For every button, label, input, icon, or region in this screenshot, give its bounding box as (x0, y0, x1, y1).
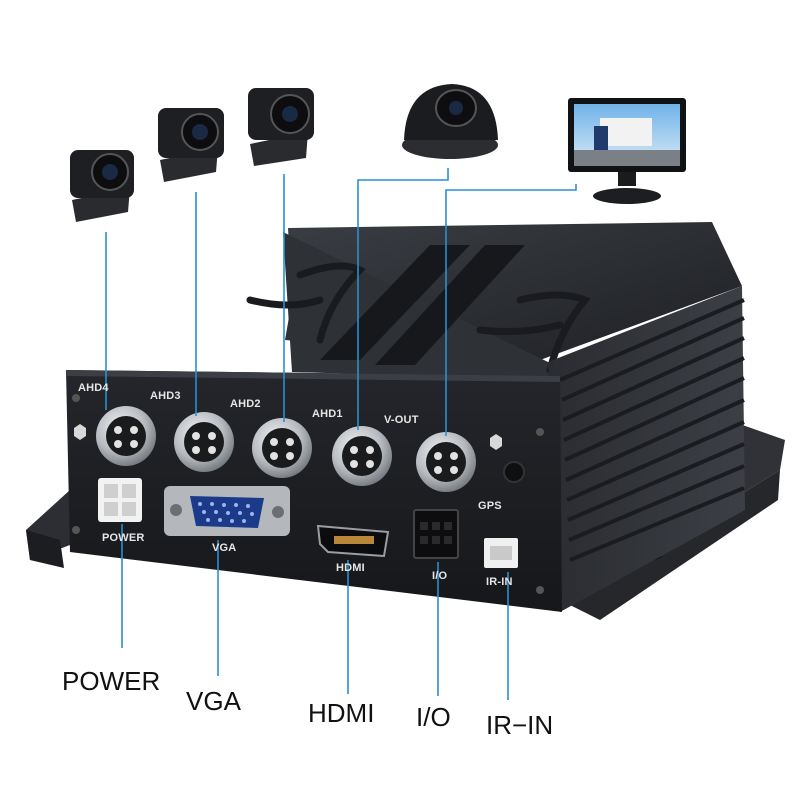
ahd-camera-icon (70, 150, 134, 222)
leader-lines (105, 168, 577, 700)
hdmi-port (316, 524, 390, 558)
truck-icon (574, 118, 680, 166)
ahd2-connector (252, 418, 312, 478)
ahd3-connector (174, 412, 234, 472)
io-port (413, 509, 459, 559)
monitor-icon (568, 98, 686, 204)
ahd1-label: AHD1 (312, 408, 343, 420)
dome-camera-icon (402, 84, 498, 159)
power-socket (98, 478, 142, 522)
vout-connector (416, 432, 476, 492)
ahd3-label: AHD3 (150, 390, 181, 402)
hdmi-callout: HDMI (308, 698, 375, 728)
ahd1-connector (332, 426, 392, 486)
gps-label: GPS (478, 500, 502, 512)
ahd2-label: AHD2 (230, 398, 261, 410)
hdmi-port-label: HDMI (336, 562, 365, 574)
mounting-bracket-left (26, 490, 70, 568)
ahd-camera-icon (248, 88, 314, 166)
irin-port (484, 538, 518, 568)
power-port-label: POWER (102, 532, 145, 544)
vout-label: V-OUT (384, 414, 419, 426)
ahd4-connector (96, 406, 156, 466)
vga-port (164, 486, 290, 536)
power-callout: POWER (62, 666, 161, 696)
dvr-side-fins (548, 286, 745, 612)
vga-callout: VGA (186, 686, 241, 716)
irin-callout: IR−IN (486, 710, 554, 740)
ahd4-label: AHD4 (78, 382, 109, 394)
io-port-label: I/O (432, 570, 448, 582)
ahd-camera-icon (158, 108, 224, 182)
irin-port-label: IR-IN (486, 576, 513, 588)
vga-port-label: VGA (212, 542, 237, 554)
io-callout: I/O (416, 702, 451, 732)
